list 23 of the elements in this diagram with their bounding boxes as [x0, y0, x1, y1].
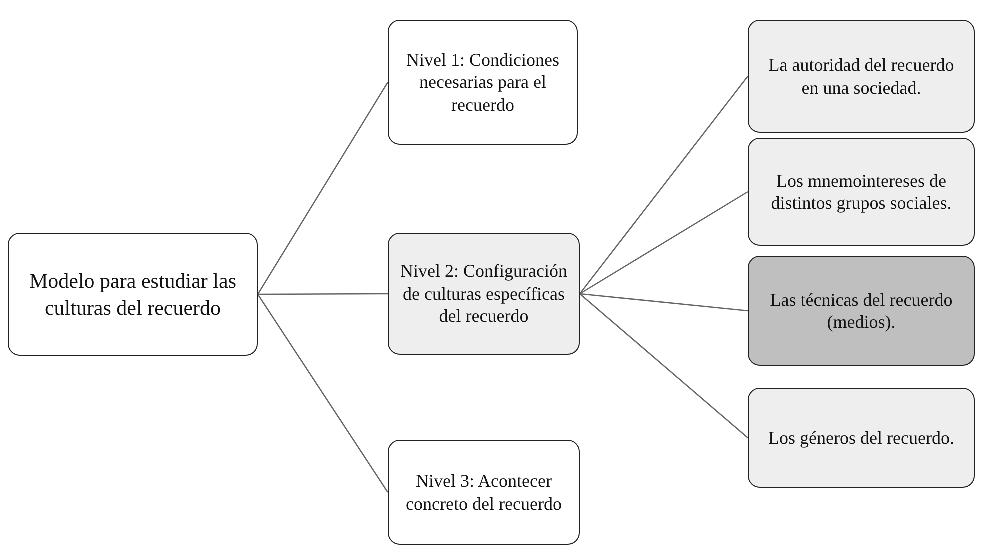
connector-line: [579, 76, 749, 294]
rounded-box: [388, 20, 578, 145]
connector-line: [580, 191, 748, 295]
connector-line: [257, 294, 389, 493]
box-text: Nivel 3: Acontecer concreto del recuerdo: [405, 470, 563, 515]
connector-line: [580, 294, 748, 438]
connector-line: [258, 293, 388, 296]
box-text: Nivel 2: Configuración de culturas específicas del recuerdo: [400, 260, 568, 328]
box-text: Modelo para estudiar las culturas del recuerdo: [28, 268, 238, 321]
box-text: Nivel 1: Condiciones necesarias para el recuerdo: [406, 48, 560, 116]
connector-line: [580, 293, 748, 312]
rounded-box: [388, 233, 580, 355]
box-text: La autoridad del recuerdo en una sociedad.: [768, 54, 956, 99]
rounded-box: [8, 233, 258, 356]
rounded-box: [748, 20, 975, 133]
box-text: Los mnemointereses de distintos grupos sociales.: [770, 170, 953, 214]
connector-line: [257, 82, 389, 295]
rounded-box: [388, 440, 580, 545]
rounded-box: [748, 256, 975, 366]
box-text: Las técnicas del recuerdo (medios).: [769, 288, 954, 334]
box-text: Los géneros del recuerdo.: [768, 426, 954, 450]
rounded-box: [748, 138, 975, 246]
rounded-box: [748, 388, 975, 488]
